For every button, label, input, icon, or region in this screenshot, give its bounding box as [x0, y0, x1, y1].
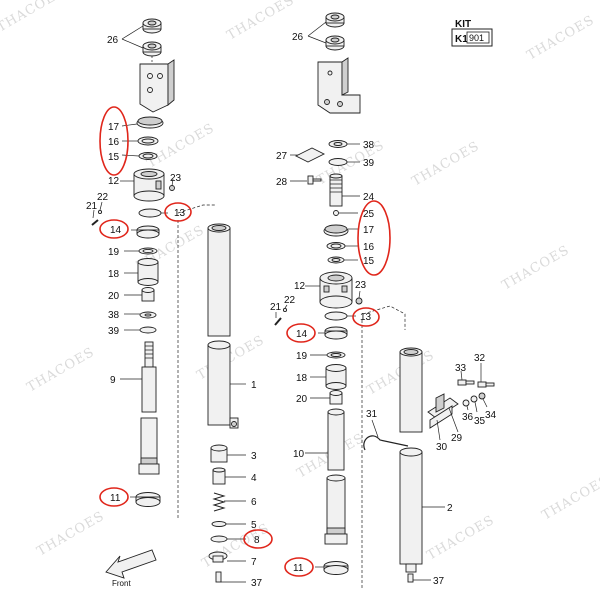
label-30: 30	[436, 442, 448, 453]
label-11: 11	[293, 563, 304, 574]
label-23: 23	[355, 280, 367, 291]
label-24: 24	[363, 192, 375, 203]
label-4: 4	[251, 473, 257, 484]
mount-bracket-part	[317, 57, 361, 114]
watermark: THACOES	[200, 521, 273, 572]
label-27: 27	[276, 151, 288, 162]
label-33: 33	[455, 363, 467, 374]
cylinder-barrel-part	[207, 223, 239, 429]
label-21: 21	[86, 201, 98, 212]
cylinder-head-part	[319, 271, 353, 309]
piston-rod-part	[324, 408, 348, 545]
label-38: 38	[108, 310, 120, 321]
kit-code: K1	[455, 34, 468, 45]
stud-part	[329, 173, 343, 207]
label-28: 28	[276, 177, 288, 188]
label-8: 8	[254, 535, 260, 546]
label-16: 16	[108, 137, 120, 148]
label-22: 22	[97, 192, 109, 203]
label-3: 3	[251, 451, 257, 462]
label-14: 14	[110, 225, 122, 236]
label-7: 7	[251, 557, 257, 568]
kit-box-code: 901	[469, 33, 484, 43]
label-17: 17	[108, 122, 120, 133]
kit-title: KIT	[455, 19, 471, 30]
label-36: 36	[462, 412, 474, 423]
label-16: 16	[363, 242, 375, 253]
label-26: 26	[292, 32, 304, 43]
label-20: 20	[108, 291, 120, 302]
label-35: 35	[474, 416, 486, 427]
label-17: 17	[363, 225, 375, 236]
watermark: THACOES	[225, 0, 298, 43]
label-13: 13	[174, 208, 186, 219]
right-assembly: 26 38 39 27 28 24 25 17 16 15 12 23 22 2…	[270, 12, 497, 590]
mount-bracket-part	[139, 59, 175, 113]
label-10: 10	[293, 449, 305, 460]
label-38: 38	[363, 140, 375, 151]
watermark: THACOES	[540, 473, 600, 524]
cylinder-barrel-part	[399, 347, 423, 573]
front-arrow: Front	[105, 549, 157, 588]
watermark: THACOES	[525, 13, 598, 64]
label-2: 2	[447, 503, 453, 514]
label-34: 34	[485, 410, 497, 421]
watermark: THACOES	[35, 509, 108, 560]
label-15: 15	[108, 152, 120, 163]
label-1: 1	[251, 380, 257, 391]
label-26: 26	[107, 35, 119, 46]
watermark: THACOES	[145, 121, 218, 172]
kit-legend: KIT K1 901	[451, 19, 493, 47]
seal-stack-part	[136, 116, 164, 160]
watermark: THACOES	[25, 345, 98, 396]
label-12: 12	[108, 176, 120, 187]
watermark: THACOES	[425, 513, 498, 564]
label-12: 12	[294, 281, 306, 292]
label-29: 29	[451, 433, 463, 444]
label-25: 25	[363, 209, 375, 220]
left-assembly: 26 17 16 15 12 23 21 22 13 14 19 18 20 3…	[86, 18, 263, 589]
watermark: THACOES	[315, 138, 388, 189]
watermark: THACOES	[500, 243, 573, 294]
label-31: 31	[366, 409, 378, 420]
label-18: 18	[296, 373, 308, 384]
nut-part	[325, 12, 345, 51]
label-32: 32	[474, 353, 486, 364]
clamp-bracket-part	[427, 393, 459, 429]
cylinder-head-part	[133, 168, 165, 202]
label-6: 6	[251, 497, 257, 508]
label-19: 19	[296, 351, 308, 362]
watermark: THACOES	[410, 139, 483, 190]
nut-part	[142, 18, 162, 57]
label-22: 22	[284, 295, 296, 306]
label-21: 21	[270, 302, 282, 313]
label-14: 14	[296, 329, 308, 340]
piston-rod-part	[138, 341, 160, 475]
front-label: Front	[112, 579, 131, 588]
label-11: 11	[110, 493, 121, 504]
label-37: 37	[251, 578, 263, 589]
label-39: 39	[108, 326, 120, 337]
highlight-markers-right	[284, 200, 391, 577]
watermark: THACOES	[195, 333, 268, 384]
label-39: 39	[363, 158, 375, 169]
label-19: 19	[108, 247, 120, 258]
label-15: 15	[363, 256, 375, 267]
watermark: THACOES	[0, 0, 67, 35]
highlight-markers-left	[99, 106, 273, 549]
label-13: 13	[360, 312, 372, 323]
label-37: 37	[433, 576, 445, 587]
label-9: 9	[110, 375, 116, 386]
label-5: 5	[251, 520, 257, 531]
label-23: 23	[170, 173, 182, 184]
label-20: 20	[296, 394, 308, 405]
label-18: 18	[108, 269, 120, 280]
